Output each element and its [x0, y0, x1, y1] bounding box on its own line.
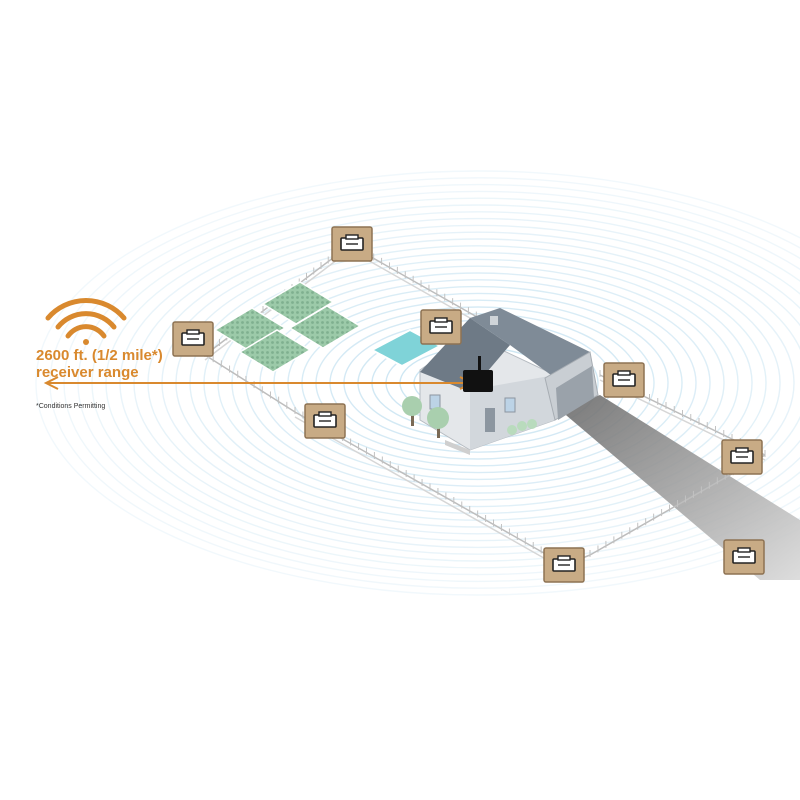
range-label-distance: 2600 ft. (1/2 mile*) — [36, 347, 163, 364]
outdoor-sensor-icon — [172, 321, 214, 357]
house — [419, 308, 599, 455]
receiver-antenna-icon — [463, 356, 493, 392]
range-wave-ring — [35, 170, 800, 596]
garden-panels — [213, 281, 362, 373]
outdoor-sensor-icon — [721, 439, 763, 475]
fence-posts — [204, 240, 766, 567]
range-label-caption: receiver range — [36, 364, 139, 381]
outdoor-sensor-icon — [603, 362, 645, 398]
driveway — [560, 395, 800, 580]
conditions-footnote: *Conditions Permitting — [36, 403, 106, 410]
outdoor-sensor-icon — [543, 547, 585, 583]
outdoor-sensor-icon — [304, 403, 346, 439]
outdoor-sensor-icon — [420, 309, 462, 345]
trees — [402, 396, 537, 438]
outdoor-sensor-icon — [723, 539, 765, 575]
wifi-signal-icon — [45, 298, 127, 345]
outdoor-sensor-icon — [331, 226, 373, 262]
